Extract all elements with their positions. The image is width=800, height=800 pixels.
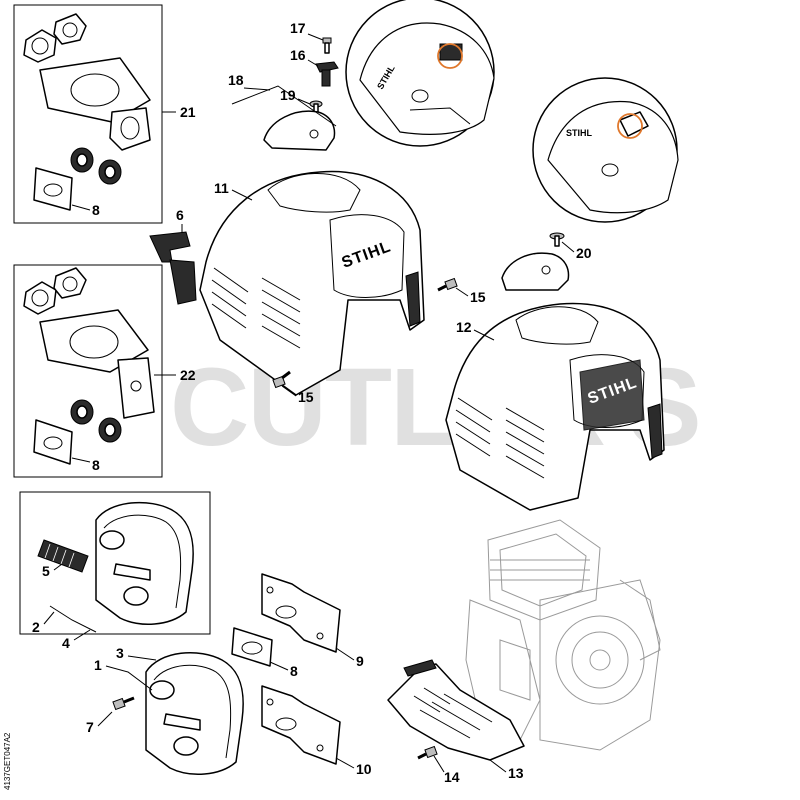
screw-15-left <box>272 370 291 389</box>
label-17: 17 <box>290 20 306 36</box>
highlight-ring-right <box>617 113 643 139</box>
clip-16 <box>315 61 339 87</box>
label-15-right: 15 <box>470 289 486 305</box>
bracket-6 <box>149 231 197 305</box>
shroud-cover-12: STIHL STIHL <box>445 302 665 511</box>
cover-cap-20 <box>501 252 570 291</box>
heat-shield-10 <box>261 685 341 765</box>
spark-arrestor-5 <box>37 539 89 573</box>
label-19: 19 <box>280 87 296 103</box>
drawing-code: 4137GET047A2 <box>3 732 12 790</box>
detail-right-brand: STIHL <box>566 128 593 138</box>
label-18: 18 <box>228 72 244 88</box>
label-1: 1 <box>94 657 102 673</box>
muffler-1 <box>145 651 244 775</box>
screw-17 <box>322 37 332 54</box>
label-14: 14 <box>444 769 460 785</box>
gasket-8 <box>231 627 273 667</box>
gasket-set-21-parts <box>23 13 151 211</box>
muffler-2 <box>95 501 194 625</box>
label-8-top: 8 <box>92 202 100 218</box>
label-21: 21 <box>180 104 196 120</box>
screw-20 <box>549 232 565 247</box>
screw-15-right <box>437 277 458 292</box>
highlight-ring-top <box>437 43 463 69</box>
label-20: 20 <box>576 245 592 261</box>
muffler-detail-box <box>19 491 211 635</box>
label-9: 9 <box>356 653 364 669</box>
label-2: 2 <box>32 619 40 635</box>
label-15-left: 15 <box>298 389 314 405</box>
label-8-bottom: 8 <box>290 663 298 679</box>
cover-cap-18 <box>263 110 336 151</box>
shroud-cover-11: STIHL <box>199 170 425 396</box>
screw-7 <box>112 696 135 711</box>
label-3: 3 <box>116 645 124 661</box>
detail-circle-top: STIHL <box>345 0 495 147</box>
heat-shield-9 <box>261 573 341 653</box>
label-10: 10 <box>356 761 372 777</box>
label-4: 4 <box>62 635 70 651</box>
label-6: 6 <box>176 207 184 223</box>
screw-14 <box>417 745 438 760</box>
label-11: 11 <box>214 180 229 196</box>
gasket-set-box-22 <box>13 264 163 478</box>
label-22: 22 <box>180 367 196 383</box>
label-7: 7 <box>86 719 94 735</box>
label-5: 5 <box>42 563 50 579</box>
gasket-set-22-parts <box>23 267 155 465</box>
gasket-set-box-21 <box>13 4 163 224</box>
detail-circle-right: STIHL <box>532 77 679 223</box>
label-16: 16 <box>290 47 306 63</box>
label-13: 13 <box>508 765 524 781</box>
label-12: 12 <box>456 319 472 335</box>
guard-plate-13 <box>387 659 525 761</box>
label-8-middle: 8 <box>92 457 100 473</box>
